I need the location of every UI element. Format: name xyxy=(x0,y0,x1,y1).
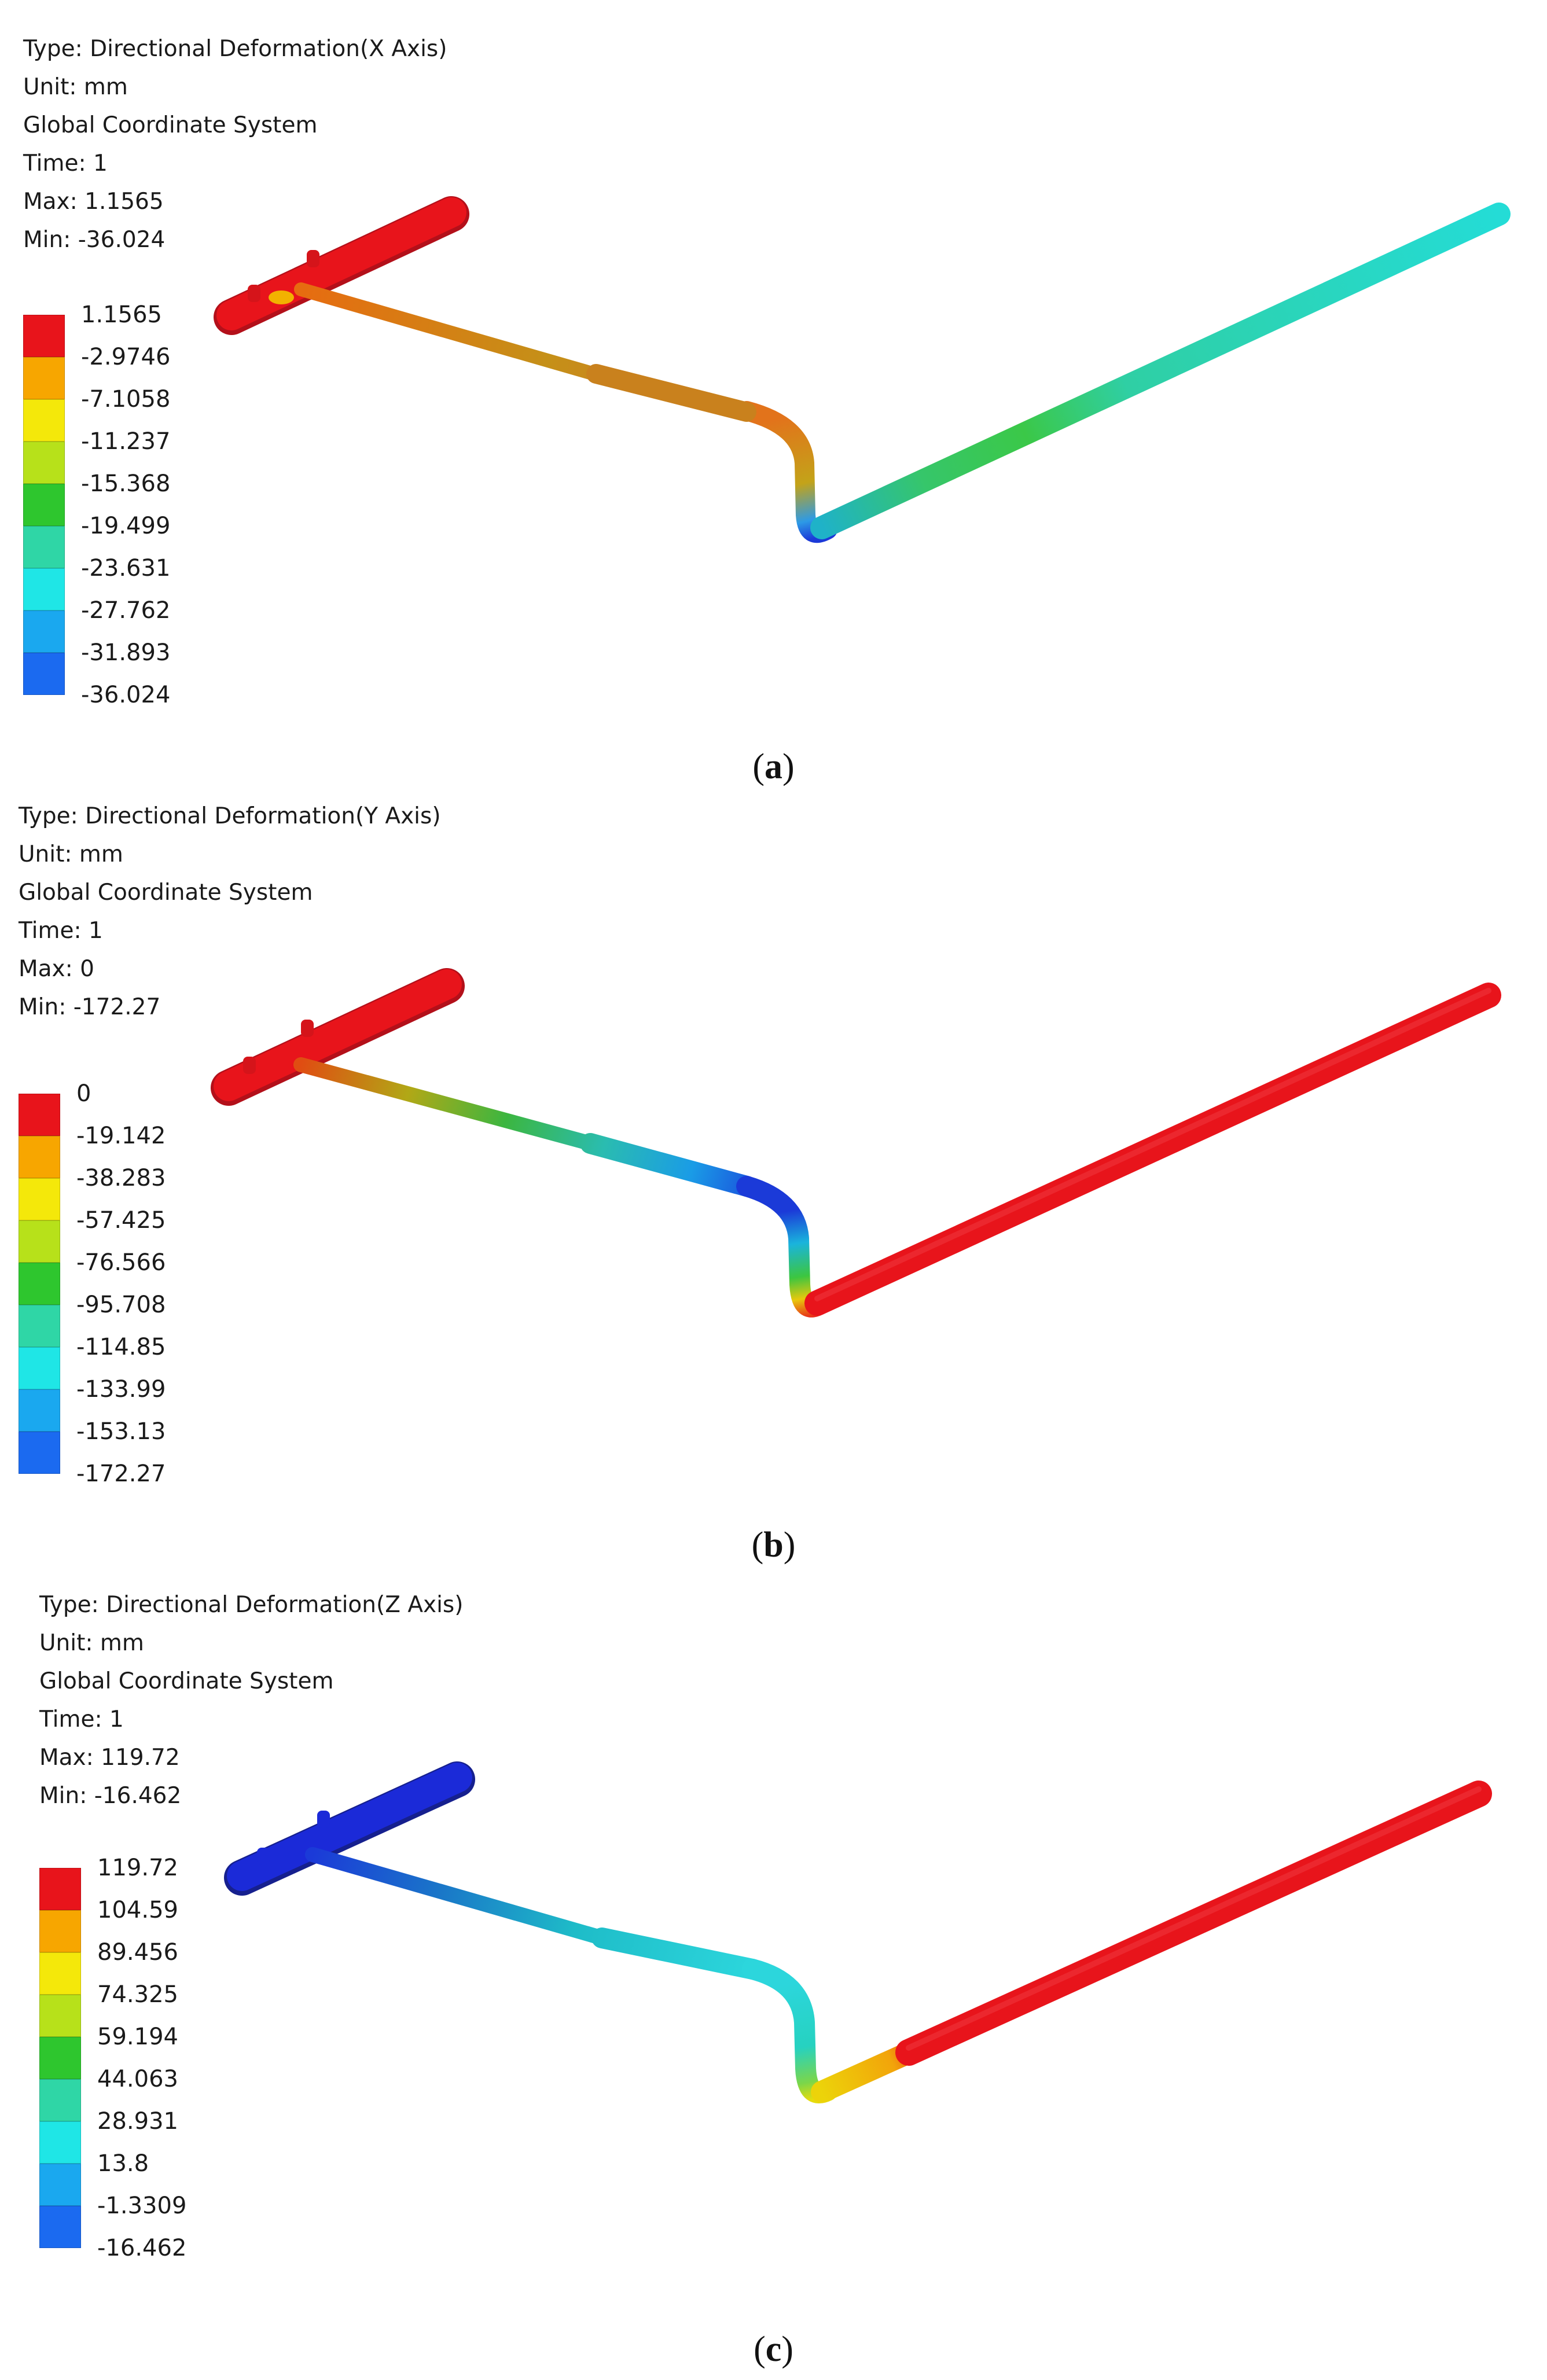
coordinate-system: Global Coordinate System xyxy=(39,1668,334,1694)
caption-letter: c xyxy=(765,2330,782,2369)
legend-value: -76.566 xyxy=(76,1249,166,1276)
legend-value: -38.283 xyxy=(76,1165,166,1191)
legend-value: -23.631 xyxy=(81,555,171,582)
legend-swatch xyxy=(19,1305,60,1347)
legend-value: 1.1565 xyxy=(81,301,162,328)
legend-swatch xyxy=(39,2121,81,2164)
legend-value: -19.142 xyxy=(76,1123,166,1149)
result-info-c: Type: Directional Deformation(Z Axis) Un… xyxy=(39,1586,463,1815)
legend-swatch xyxy=(39,1910,81,1952)
legend-swatch xyxy=(39,2037,81,2079)
legend-value: 104.59 xyxy=(97,1897,178,1923)
legend-value: -95.708 xyxy=(76,1292,166,1318)
result-time: Time: 1 xyxy=(19,918,103,944)
pipe-model-b xyxy=(211,968,1501,1318)
panel-caption: (b) xyxy=(751,1525,796,1565)
legend-swatch xyxy=(23,568,65,610)
legend-value: 89.456 xyxy=(97,1939,178,1966)
result-min: Min: -36.024 xyxy=(23,227,166,253)
pipe-model-a xyxy=(214,196,1511,543)
result-type: Type: Directional Deformation(Z Axis) xyxy=(39,1592,464,1618)
legend-swatch xyxy=(19,1347,60,1389)
result-info-a: Type: Directional Deformation(X Axis) Un… xyxy=(23,30,447,259)
panel-b: Type: Directional Deformation(Y Axis) Un… xyxy=(0,775,1547,1580)
legend-swatch xyxy=(23,484,65,526)
legend-value: -172.27 xyxy=(76,1461,166,1487)
legend-swatch xyxy=(23,357,65,399)
panel-a: Type: Directional Deformation(X Axis) Un… xyxy=(0,0,1547,804)
result-max: Max: 0 xyxy=(19,956,94,982)
legend-value: -16.462 xyxy=(97,2235,187,2261)
legend-value: -133.99 xyxy=(76,1376,166,1403)
result-unit: Unit: mm xyxy=(39,1630,144,1656)
panel-caption: (a) xyxy=(752,747,795,786)
legend-swatch xyxy=(19,1220,60,1263)
legend-swatch xyxy=(19,1136,60,1178)
caption-letter: b xyxy=(763,1525,784,1565)
legend-value: -2.9746 xyxy=(81,344,171,370)
legend-swatch xyxy=(19,1389,60,1432)
panel-c: Type: Directional Deformation(Z Axis) Un… xyxy=(0,1554,1547,2380)
legend-value: -114.85 xyxy=(76,1334,166,1360)
legend-value: -36.024 xyxy=(81,682,171,708)
long-pipe xyxy=(804,983,1501,1316)
result-type: Type: Directional Deformation(Y Axis) xyxy=(19,803,441,829)
legend-swatch xyxy=(23,442,65,484)
header-pipe xyxy=(211,968,465,1106)
result-unit: Unit: mm xyxy=(19,841,123,867)
pipe-model-c xyxy=(224,1761,1492,2103)
legend-swatch xyxy=(19,1263,60,1305)
long-pipe xyxy=(895,1781,1492,2066)
result-info-b: Type: Directional Deformation(Y Axis) Un… xyxy=(19,797,441,1027)
pipe-bend xyxy=(736,1176,832,1318)
header-pipe xyxy=(214,196,469,335)
coordinate-system: Global Coordinate System xyxy=(19,880,313,906)
legend-value: 28.931 xyxy=(97,2108,178,2135)
legend-value: -11.237 xyxy=(81,428,171,455)
result-max: Max: 1.1565 xyxy=(23,189,164,215)
pipe-bend xyxy=(737,401,837,543)
legend-swatch xyxy=(39,1868,81,1910)
result-type: Type: Directional Deformation(X Axis) xyxy=(23,36,447,62)
result-unit: Unit: mm xyxy=(23,74,128,100)
legend-swatch xyxy=(39,2079,81,2121)
legend-value: -19.499 xyxy=(81,513,171,539)
result-time: Time: 1 xyxy=(39,1706,124,1732)
result-min: Min: -16.462 xyxy=(39,1783,182,1809)
legend-swatch xyxy=(19,1432,60,1474)
legend-swatch xyxy=(39,1995,81,2037)
legend-value: -57.425 xyxy=(76,1207,166,1234)
result-max: Max: 119.72 xyxy=(39,1745,180,1771)
legend-value: 119.72 xyxy=(97,1855,178,1881)
legend-value: -7.1058 xyxy=(81,386,171,413)
legend-swatch xyxy=(39,2206,81,2248)
legend-value: -31.893 xyxy=(81,639,171,666)
legend-value: -27.762 xyxy=(81,597,171,624)
panel-caption: (c) xyxy=(754,2330,793,2369)
legend-swatch xyxy=(39,2164,81,2206)
legend-swatch xyxy=(23,653,65,695)
result-min: Min: -172.27 xyxy=(19,994,161,1020)
long-pipe xyxy=(810,203,1511,539)
legend-value: 74.325 xyxy=(97,1981,178,2008)
legend-value: -153.13 xyxy=(76,1418,166,1445)
legend-swatch xyxy=(19,1094,60,1136)
header-pipe xyxy=(224,1761,475,1896)
legend-swatch xyxy=(23,399,65,442)
legend-value: 13.8 xyxy=(97,2150,149,2177)
coordinate-system: Global Coordinate System xyxy=(23,112,318,138)
legend-swatch xyxy=(23,526,65,568)
legend-swatch xyxy=(39,1952,81,1995)
legend-value: -1.3309 xyxy=(97,2193,187,2219)
legend-swatch xyxy=(19,1178,60,1220)
result-time: Time: 1 xyxy=(23,150,108,176)
legend-swatch xyxy=(23,610,65,653)
legend-value: -15.368 xyxy=(81,470,171,497)
pipe-bend xyxy=(742,1959,838,2103)
legend-swatch xyxy=(23,315,65,357)
legend-value: 44.063 xyxy=(97,2066,178,2092)
legend-value: 0 xyxy=(76,1080,91,1107)
caption-letter: a xyxy=(765,747,782,786)
legend-value: 59.194 xyxy=(97,2024,178,2050)
